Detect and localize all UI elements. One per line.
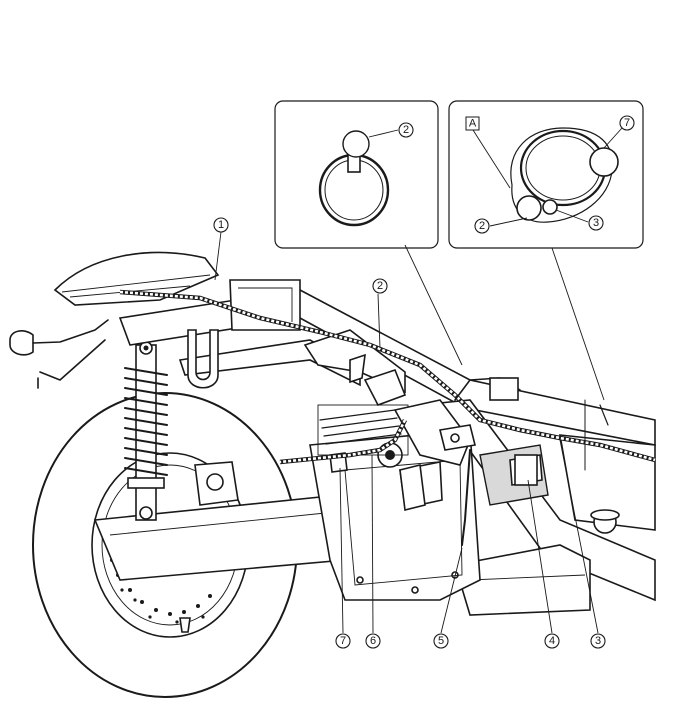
callout-7-bottom: 7 xyxy=(335,633,351,649)
callout-6: 6 xyxy=(365,633,381,649)
callout-2-inset1-text: 2 xyxy=(403,124,409,136)
rear-wheel xyxy=(32,392,346,698)
callout-2-inset2-text: 2 xyxy=(479,220,485,232)
callout-4: 4 xyxy=(544,633,560,649)
callout-leaders xyxy=(214,231,599,634)
callout-2-inset1: 2 xyxy=(398,122,414,138)
inset-1-leader xyxy=(404,244,463,366)
callout-6-text: 6 xyxy=(370,635,376,647)
callout-7-bottom-text: 7 xyxy=(340,635,346,647)
callout-1: 1 xyxy=(213,217,229,233)
callout-2-main-text: 2 xyxy=(377,280,383,292)
callout-3-inset2-text: 3 xyxy=(593,217,599,229)
callout-4-text: 4 xyxy=(549,635,555,647)
callout-3-bottom: 3 xyxy=(590,633,606,649)
callout-2-main: 2 xyxy=(372,278,388,294)
inset-1 xyxy=(274,100,439,249)
callout-7-inset2-text: 7 xyxy=(624,117,630,129)
wire-harness xyxy=(119,289,656,546)
callout-5: 5 xyxy=(433,633,449,649)
callout-5-text: 5 xyxy=(438,635,444,647)
callout-2-inset2: 2 xyxy=(474,218,490,234)
inset-2-leader xyxy=(551,247,605,401)
inset-2 xyxy=(448,100,644,249)
clamps xyxy=(329,353,476,511)
inset-2-label: A xyxy=(469,118,477,130)
callout-3-inset2: 3 xyxy=(588,215,604,231)
rear-shock xyxy=(124,341,168,521)
frame xyxy=(118,279,656,616)
callout-1-text: 1 xyxy=(218,219,224,231)
callout-3-bottom-text: 3 xyxy=(595,635,601,647)
callout-7-inset2: 7 xyxy=(619,115,635,131)
